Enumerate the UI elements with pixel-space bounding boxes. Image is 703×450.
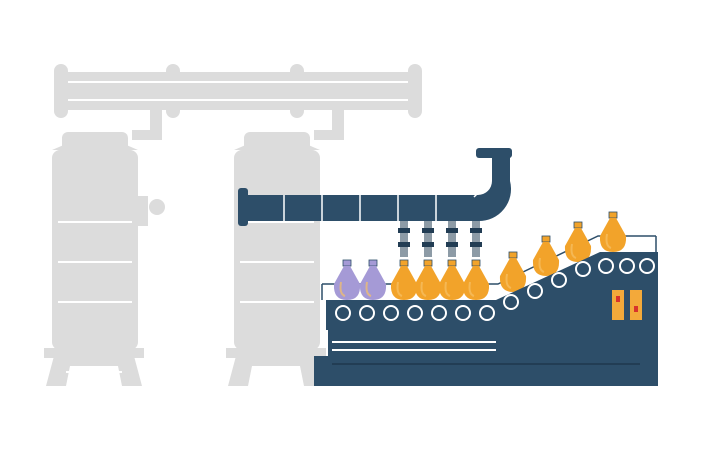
bottle-icon [462,259,490,300]
bottle-icon [499,251,527,292]
roller-icon [431,305,447,321]
roller-icon [527,283,543,299]
roller-icon [335,305,351,321]
overhead-pipe-icon [54,64,422,140]
roller-icon [639,258,655,274]
nozzle-icon [446,221,458,257]
roller-icon [455,305,471,321]
roller-icon [383,305,399,321]
roller-icon [479,305,495,321]
storage-tank-icon [44,132,165,386]
roller-icon [551,272,567,288]
roller-icon [598,258,614,274]
bottle-icon [414,259,442,300]
bottle-icon [564,221,592,262]
control-panel-icon [612,290,642,320]
bottle-icon [599,211,627,252]
roller-icon [503,294,519,310]
storage-tank-icon [226,132,326,386]
nozzle-icon [422,221,434,257]
nozzle-icon [398,221,410,257]
bottle-icon [390,259,418,300]
conveyor-icon [314,211,658,386]
bottle-icon [438,259,466,300]
roller-icon [407,305,423,321]
filling-pipe-icon [238,148,512,257]
bottle-icon [333,259,361,300]
roller-icon [359,305,375,321]
nozzle-icon [470,221,482,257]
roller-icon [619,258,635,274]
bottle-icon [532,235,560,276]
bottle-icon [359,259,387,300]
roller-icon [575,261,591,277]
